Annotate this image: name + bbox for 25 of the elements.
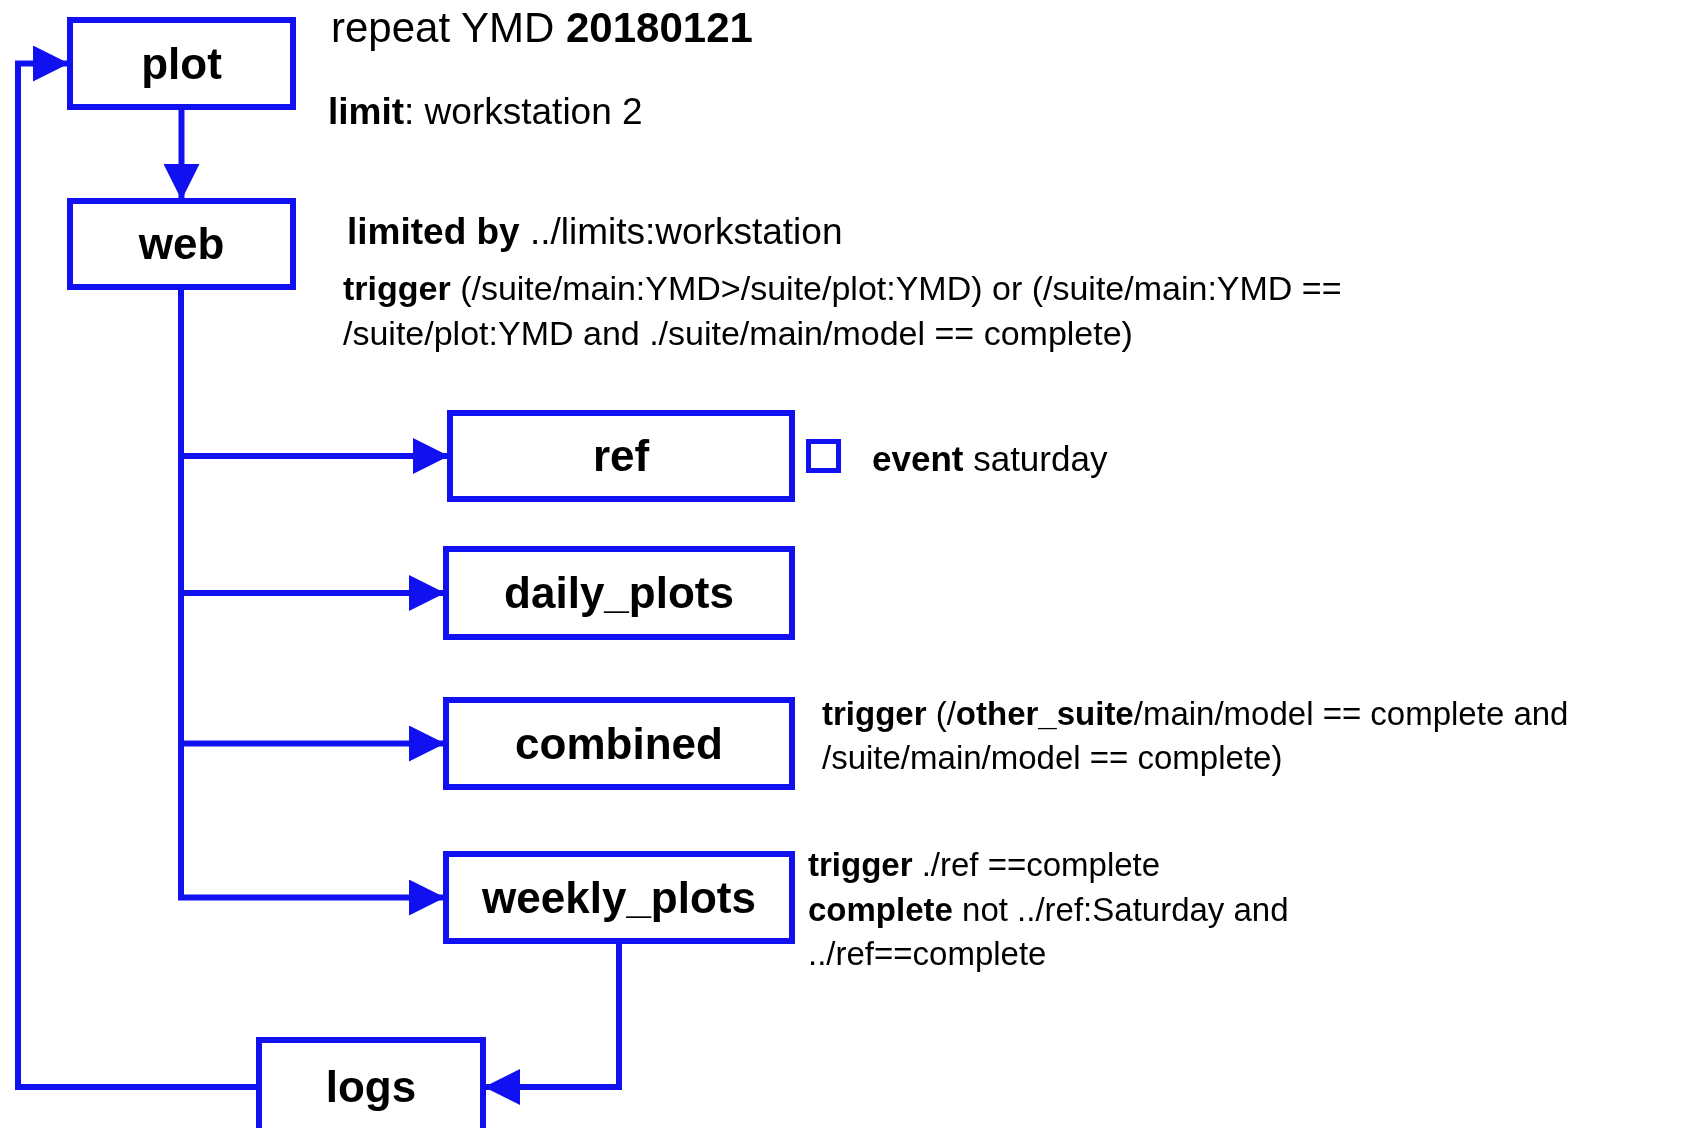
annotation-text: event saturday <box>872 438 1108 480</box>
task-name: logs <box>325 1062 417 1112</box>
task-name: combined <box>515 718 723 769</box>
task-name: daily_plots <box>504 568 734 618</box>
task-box <box>443 851 795 944</box>
arrow <box>163 110 200 200</box>
task-box <box>443 546 795 640</box>
annotation-text: trigger (/suite/main:YMD>/suite/plot:YMD) or (/suite/main:YMD == /suite/plot:YMD and ./suite/main/model == complete) <box>343 268 1343 354</box>
annotation-text: complete not ../ref:Saturday and ../ref==complete <box>808 890 1290 974</box>
task-box <box>256 1037 486 1128</box>
annotation-text: limit: workstation 2 <box>328 90 643 134</box>
task-box <box>67 198 296 290</box>
task-name: web <box>138 219 225 269</box>
task-name: ref <box>592 431 650 481</box>
annotation-text: limited by ../limits:workstation <box>347 210 843 254</box>
task-name: plot <box>141 38 222 89</box>
event-square <box>806 439 841 473</box>
annotation-text: trigger (/other_suite/main/model == complete and /suite/main/model == complete) <box>822 694 1570 778</box>
task-box <box>443 697 795 790</box>
annotation-text: repeat YMD 20180121 <box>331 3 753 53</box>
annotation-text: trigger ./ref ==complete <box>808 845 1161 885</box>
task-box <box>447 410 795 502</box>
task-name: weekly_plots <box>482 872 756 923</box>
task-box <box>67 17 296 110</box>
arrow <box>15 45 256 1090</box>
